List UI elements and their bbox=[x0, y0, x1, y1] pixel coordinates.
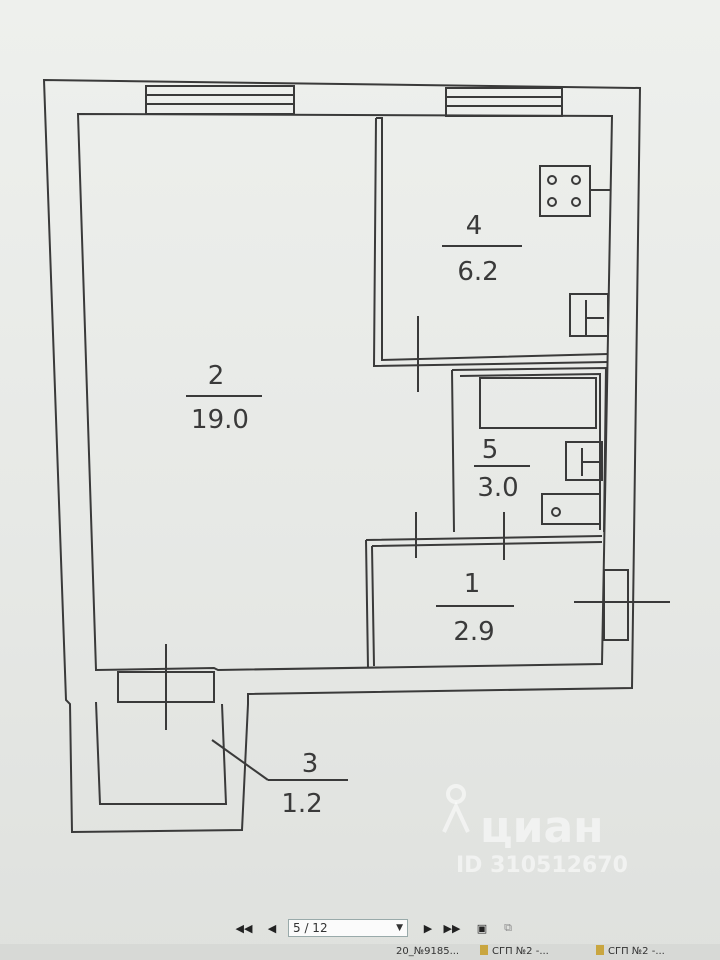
page-selector[interactable]: 5 / 12 ▼ bbox=[288, 919, 408, 937]
taskbar-item[interactable]: 20_№9185... bbox=[396, 946, 460, 957]
room-2-number: 2 bbox=[208, 361, 225, 391]
watermark-brand: циан bbox=[480, 802, 604, 853]
entry-door bbox=[603, 569, 629, 641]
folder-icon bbox=[596, 945, 604, 955]
room-4-area: 6.2 bbox=[457, 257, 498, 287]
room-3-area: 1.2 bbox=[281, 789, 322, 819]
room-3-number: 3 bbox=[302, 749, 319, 779]
last-page-icon[interactable]: ▶▶ bbox=[443, 921, 461, 935]
taskbar: 20_№9185... СГП №2 -... СГП №2 -... bbox=[0, 944, 720, 960]
stove-icon bbox=[539, 165, 591, 217]
kitchen-walls bbox=[372, 117, 609, 368]
save-icon[interactable]: ▣ bbox=[476, 921, 488, 935]
next-page-icon[interactable]: ▶ bbox=[423, 921, 433, 935]
room-4-number: 4 bbox=[466, 211, 483, 241]
taskbar-item[interactable]: СГП №2 -... bbox=[596, 944, 706, 960]
taskbar-item[interactable]: СГП №2 -... bbox=[480, 944, 590, 960]
prev-page-icon[interactable]: ◀ bbox=[267, 921, 277, 935]
kitchen-sink-icon bbox=[569, 293, 609, 337]
copy-icon[interactable]: ⧉ bbox=[504, 921, 512, 934]
cian-watermark-logo bbox=[442, 784, 470, 833]
room-5-area: 3.0 bbox=[477, 473, 518, 503]
outer-wall bbox=[42, 78, 642, 834]
folder-icon bbox=[480, 945, 488, 955]
bathroom-walls bbox=[451, 366, 608, 533]
window-left bbox=[145, 85, 295, 115]
room-1-number: 1 bbox=[464, 569, 481, 599]
bathtub-icon bbox=[479, 377, 597, 429]
room-2-area: 19.0 bbox=[191, 405, 249, 435]
viewer-toolbar: ◀◀ ◀ 5 / 12 ▼ ▶ ▶▶ ▣ ⧉ bbox=[0, 908, 720, 948]
room-1-area: 2.9 bbox=[453, 617, 494, 647]
inner-wall bbox=[76, 112, 614, 672]
page-indicator: 5 / 12 bbox=[293, 921, 328, 935]
chevron-down-icon: ▼ bbox=[396, 923, 403, 933]
hallway-walls bbox=[365, 535, 603, 669]
watermark-id: ID 310512670 bbox=[456, 853, 628, 878]
bath-sink-icon bbox=[565, 441, 603, 481]
window-right bbox=[445, 87, 563, 117]
balcony bbox=[95, 701, 228, 805]
room-5-number: 5 bbox=[482, 435, 499, 465]
toilet-icon bbox=[541, 493, 601, 525]
first-page-icon[interactable]: ◀◀ bbox=[235, 921, 253, 935]
